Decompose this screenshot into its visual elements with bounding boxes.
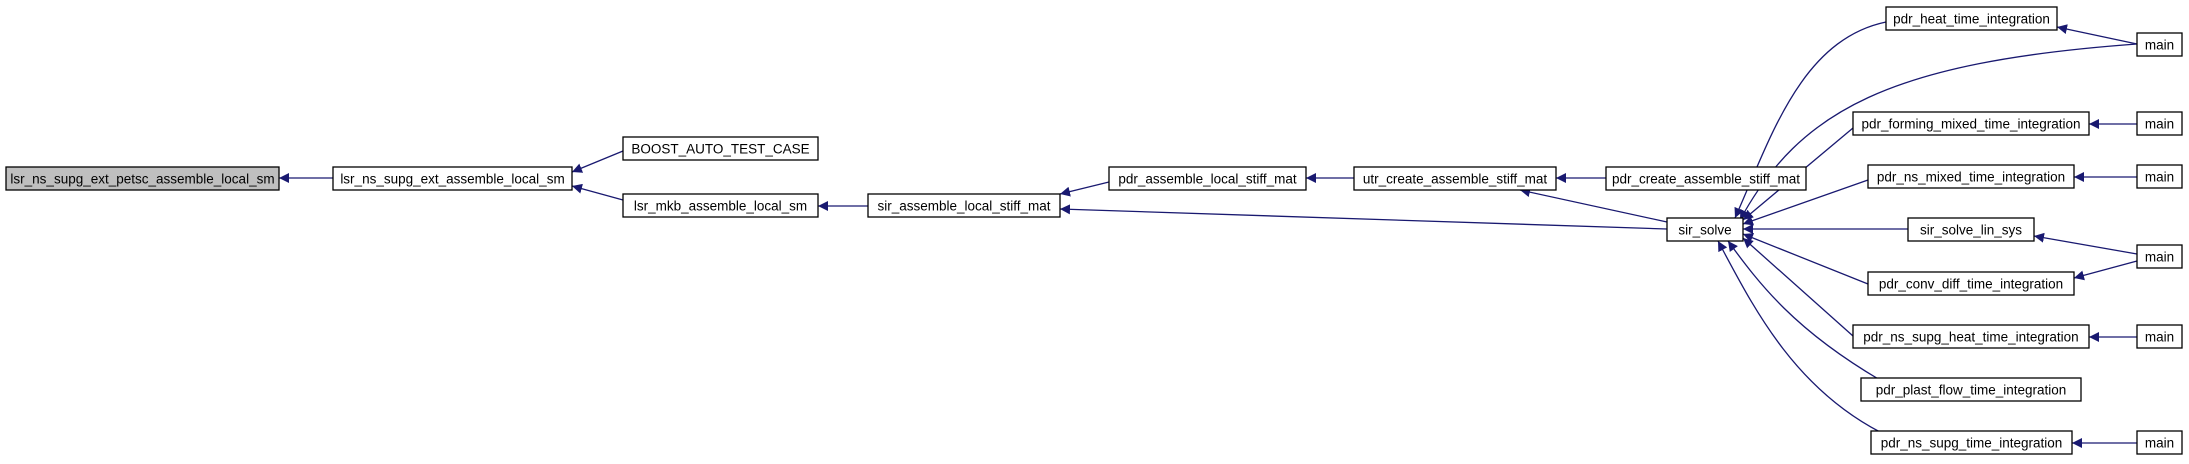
node-label[interactable]: main: [2145, 38, 2174, 53]
node-label[interactable]: lsr_mkb_assemble_local_sm: [634, 199, 807, 214]
graph-node[interactable]: pdr_ns_supg_heat_time_integration: [1852, 324, 2090, 349]
graph-node[interactable]: pdr_plast_flow_time_integration: [1860, 377, 2082, 402]
node-box[interactable]: [1353, 166, 1557, 191]
edge-sir-solve-to-sir-assemble-local-stiff-mat: [1059, 204, 1668, 230]
node-label[interactable]: pdr_assemble_local_stiff_mat: [1118, 172, 1297, 187]
node-label[interactable]: pdr_ns_mixed_time_integration: [1877, 170, 2065, 185]
node-box[interactable]: [867, 193, 1061, 218]
graph-node[interactable]: pdr_heat_time_integration: [1885, 6, 2058, 31]
edge-pdr-ns-supg-time-integration-to-sir-solve: [1717, 240, 1881, 433]
graph-node[interactable]: lsr_mkb_assemble_local_sm: [622, 193, 819, 218]
node-label[interactable]: main: [2145, 330, 2174, 345]
graph-node[interactable]: main: [2136, 32, 2183, 57]
node-label[interactable]: main: [2145, 250, 2174, 265]
node-box[interactable]: [1867, 164, 2075, 189]
node-label[interactable]: sir_solve: [1678, 223, 1731, 238]
node-label[interactable]: pdr_ns_supg_time_integration: [1881, 436, 2063, 451]
node-label[interactable]: main: [2145, 170, 2174, 185]
edge-pdr-ns-supg-heat-time-integration-to-sir-solve: [1742, 237, 1854, 337]
edge-sir-solve-to-utr-create-assemble-stiff-mat: [1519, 187, 1668, 223]
graph-node[interactable]: sir_solve_lin_sys: [1907, 217, 2035, 242]
node-label[interactable]: pdr_plast_flow_time_integration: [1876, 383, 2067, 398]
node-label[interactable]: BOOST_AUTO_TEST_CASE: [631, 142, 809, 157]
node-label[interactable]: lsr_ns_supg_ext_petsc_assemble_local_sm: [10, 172, 274, 187]
node-label[interactable]: pdr_heat_time_integration: [1893, 12, 2050, 27]
node-box[interactable]: [1852, 111, 2090, 136]
graph-node[interactable]: main: [2136, 164, 2183, 189]
node-box[interactable]: [2136, 430, 2183, 455]
root-node-box[interactable]: [5, 166, 280, 191]
graph-node[interactable]: main: [2136, 244, 2183, 269]
graph-node[interactable]: main: [2136, 430, 2183, 455]
node-label[interactable]: utr_create_assemble_stiff_mat: [1363, 172, 1548, 187]
node-label[interactable]: sir_solve_lin_sys: [1920, 223, 2022, 238]
edge-pdr-conv-diff-time-integration-to-sir-solve: [1742, 233, 1869, 285]
graph-node[interactable]: lsr_ns_supg_ext_assemble_local_sm: [332, 166, 573, 191]
node-label[interactable]: sir_assemble_local_stiff_mat: [877, 199, 1050, 214]
edge-main-to-pdr-conv-diff-time-integration: [2073, 260, 2138, 281]
node-box[interactable]: [1666, 217, 1744, 242]
node-label[interactable]: main: [2145, 436, 2174, 451]
graph-node[interactable]: pdr_assemble_local_stiff_mat: [1108, 166, 1307, 191]
graph-node[interactable]: pdr_conv_diff_time_integration: [1867, 271, 2075, 296]
graph-node[interactable]: main: [2136, 111, 2183, 136]
node-box[interactable]: [1852, 324, 2090, 349]
node-label[interactable]: pdr_create_assemble_stiff_mat: [1612, 172, 1800, 187]
node-box[interactable]: [1870, 430, 2073, 455]
node-label[interactable]: lsr_ns_supg_ext_assemble_local_sm: [340, 172, 564, 187]
graph-node[interactable]: BOOST_AUTO_TEST_CASE: [622, 136, 819, 161]
graph-node[interactable]: sir_assemble_local_stiff_mat: [867, 193, 1061, 218]
graph-node[interactable]: main: [2136, 324, 2183, 349]
node-box[interactable]: [1885, 6, 2058, 31]
node-label[interactable]: main: [2145, 117, 2174, 132]
graph-node[interactable]: pdr_ns_mixed_time_integration: [1867, 164, 2075, 189]
node-box[interactable]: [2136, 164, 2183, 189]
graph-node[interactable]: utr_create_assemble_stiff_mat: [1353, 166, 1557, 191]
node-box[interactable]: [1907, 217, 2035, 242]
graph-node[interactable]: pdr_create_assemble_stiff_mat: [1605, 166, 1807, 191]
node-box[interactable]: [1860, 377, 2082, 402]
node-box[interactable]: [2136, 324, 2183, 349]
node-box[interactable]: [2136, 244, 2183, 269]
graph-node[interactable]: lsr_ns_supg_ext_petsc_assemble_local_sm: [5, 166, 280, 191]
edge-pdr-ns-mixed-time-integration-to-sir-solve: [1742, 179, 1869, 226]
node-box[interactable]: [1605, 166, 1807, 191]
node-box[interactable]: [1108, 166, 1307, 191]
node-box[interactable]: [1867, 271, 2075, 296]
graph-node[interactable]: sir_solve: [1666, 217, 1744, 242]
edge-boost-auto-test-case-to-lsr-ns-supg-ext-assemble-local-sm: [571, 150, 624, 173]
edge-main-to-pdr-heat-time-integration: [2056, 24, 2138, 45]
edge-pdr-plast-flow-time-integration-to-sir-solve: [1727, 240, 1881, 381]
node-box[interactable]: [332, 166, 573, 191]
graph-node[interactable]: pdr_forming_mixed_time_integration: [1852, 111, 2090, 136]
node-box[interactable]: [622, 136, 819, 161]
node-label[interactable]: pdr_ns_supg_heat_time_integration: [1863, 330, 2078, 345]
edge-lsr-mkb-assemble-local-sm-to-lsr-ns-supg-ext-assemble-local-sm: [571, 183, 624, 201]
node-box[interactable]: [2136, 32, 2183, 57]
graph-node[interactable]: pdr_ns_supg_time_integration: [1870, 430, 2073, 455]
edge-main-to-sir-solve-lin-sys: [2033, 232, 2138, 255]
node-label[interactable]: pdr_forming_mixed_time_integration: [1861, 117, 2080, 132]
edges-layer: [279, 21, 2138, 448]
node-label[interactable]: pdr_conv_diff_time_integration: [1879, 277, 2063, 292]
edge-pdr-assemble-local-stiff-mat-to-sir-assemble-local-stiff-mat: [1059, 181, 1110, 197]
node-box[interactable]: [622, 193, 819, 218]
node-box[interactable]: [2136, 111, 2183, 136]
